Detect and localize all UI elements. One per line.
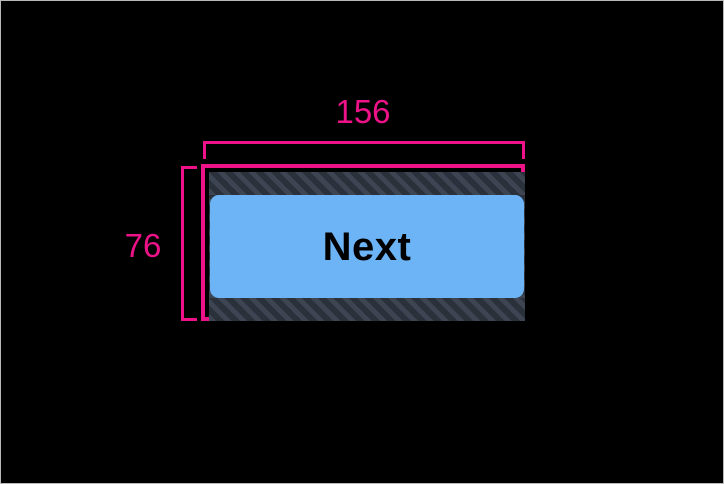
next-button[interactable]: Next: [210, 195, 524, 298]
top-padding-hatch: [209, 172, 525, 195]
button-row: Next: [209, 195, 525, 298]
height-dimension-label: 76: [124, 227, 162, 264]
bottom-padding-hatch: [209, 298, 525, 321]
height-dimension-bracket: [181, 166, 197, 321]
width-dimension-label: 156: [335, 93, 391, 130]
next-button-label: Next: [322, 224, 412, 269]
element-highlight-box: Next: [201, 164, 525, 321]
element-bounds: Next: [209, 172, 525, 321]
width-dimension-bracket: [203, 141, 525, 159]
